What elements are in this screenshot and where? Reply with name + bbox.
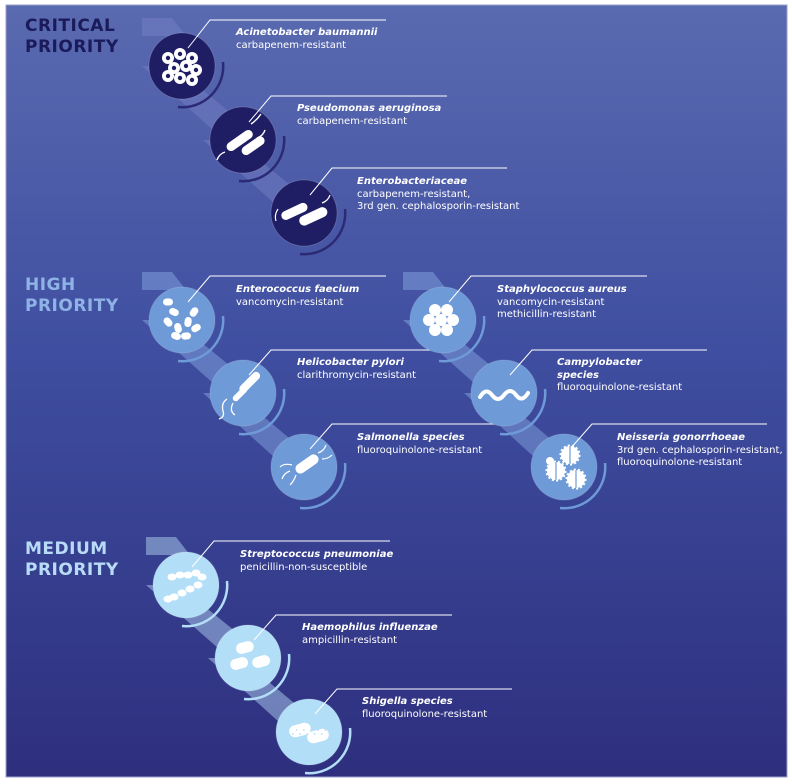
coccobacilli-icon bbox=[230, 641, 271, 670]
pathogen-name: Enterococcus faecium bbox=[236, 284, 360, 295]
resistance-text: vancomycin-resistant bbox=[497, 296, 605, 308]
pathogen-label-helicobacter: Helicobacter pylori clarithromycin-resis… bbox=[297, 357, 416, 382]
chain-tab bbox=[142, 272, 186, 290]
leader-line bbox=[569, 423, 767, 450]
medium-priority-title: MEDIUM PRIORITY bbox=[25, 539, 119, 581]
pathogen-name: Pseudomonas aeruginosa bbox=[297, 103, 442, 114]
pathogen-label-pseudomonas: Pseudomonas aeruginosa carbapenem-resist… bbox=[297, 103, 441, 128]
fimbriated-rods-icon bbox=[274, 194, 331, 226]
node-arc bbox=[499, 388, 547, 436]
pathogen-circle bbox=[270, 179, 338, 247]
resistance-text: carbapenem-resistant bbox=[236, 39, 347, 51]
leader-line bbox=[314, 688, 512, 715]
resistance-text: fluoroquinolone-resistant bbox=[357, 444, 483, 456]
resistance-text: penicillin-non-susceptible bbox=[240, 561, 368, 573]
cocci-chain-icon bbox=[163, 298, 201, 341]
node-arc bbox=[559, 462, 607, 510]
critical-title-line2: PRIORITY bbox=[25, 37, 119, 57]
resistance-text: ampicillin-resistant bbox=[302, 634, 398, 646]
pathogen-label-salmonella: Salmonella species fluoroquinolone-resis… bbox=[357, 432, 482, 457]
resistance-text: fluoroquinolone-resistant bbox=[557, 382, 683, 393]
chain-tab bbox=[403, 272, 447, 290]
pathogen-label-campylobacter: Campylobacter species fluoroquinolone-re… bbox=[557, 357, 682, 395]
pathogen-circle bbox=[152, 551, 220, 619]
pathogen-label-haemophilus: Haemophilus influenzae ampicillin-resist… bbox=[302, 622, 438, 647]
node-arc bbox=[299, 208, 347, 256]
pathogen-label-enterococcus: Enterococcus faecium vancomycin-resistan… bbox=[236, 284, 359, 309]
pathogen-label-streptococcus: Streptococcus pneumoniae penicillin-non-… bbox=[240, 549, 393, 574]
chain-tab bbox=[146, 537, 190, 555]
pathogen-name: Salmonella species bbox=[357, 432, 465, 443]
resistance-text: clarithromycin-resistant bbox=[297, 369, 416, 381]
leader-line bbox=[187, 275, 386, 303]
pathogen-name: Acinetobacter baumannii bbox=[236, 27, 378, 38]
medium-title-line1: MEDIUM bbox=[25, 539, 108, 559]
resistance-text: vancomycin-resistant bbox=[236, 296, 344, 308]
pathogen-label-enterobacteriaceae: Enterobacteriaceae carbapenem-resistant,… bbox=[357, 176, 519, 214]
pathogen-label-staphylococcus: Staphylococcus aureus vancomycin-resista… bbox=[497, 284, 627, 322]
flagellated-rod-icon bbox=[218, 371, 261, 420]
pathogen-node bbox=[270, 167, 507, 256]
leader-line bbox=[309, 167, 507, 196]
medium-title-line2: PRIORITY bbox=[25, 560, 119, 580]
critical-priority-title: CRITICAL PRIORITY bbox=[25, 16, 119, 58]
leader-line bbox=[248, 349, 447, 376]
node-arc bbox=[438, 315, 486, 363]
pathogen-circle bbox=[214, 624, 282, 692]
resistance-text: methicillin-resistant bbox=[497, 309, 597, 320]
pathogen-name: Streptococcus pneumoniae bbox=[240, 549, 394, 560]
node-arc bbox=[243, 653, 291, 701]
resistance-text: carbapenem-resistant, bbox=[357, 188, 471, 200]
flagellated-rods-icon bbox=[216, 113, 266, 161]
leader-line bbox=[187, 19, 386, 49]
node-arc bbox=[177, 315, 225, 363]
pathogen-name: Neisseria gonorrhoeae bbox=[617, 432, 746, 443]
high-priority-title: HIGH PRIORITY bbox=[25, 275, 119, 317]
leader-line bbox=[509, 349, 707, 376]
high-title-line1: HIGH bbox=[25, 275, 76, 295]
pathogen-label-acinetobacter: Acinetobacter baumannii carbapenem-resis… bbox=[236, 27, 377, 52]
pathogen-name-line2: species bbox=[557, 369, 599, 381]
diplococci-icon bbox=[545, 444, 587, 490]
pathogen-label-shigella: Shigella species fluoroquinolone-resista… bbox=[362, 696, 487, 721]
leader-line bbox=[191, 540, 390, 568]
resistance-text: fluoroquinolone-resistant bbox=[362, 708, 488, 720]
speckled-rods-icon bbox=[289, 722, 329, 744]
resistance-text: 3rd gen. cephalosporin-resistant bbox=[357, 201, 520, 212]
resistance-text: 3rd gen. cephalosporin-resistant, bbox=[617, 444, 783, 456]
pathogen-node bbox=[214, 614, 452, 701]
diplococci-chain-icon bbox=[163, 569, 207, 603]
node-arc bbox=[304, 727, 352, 775]
node-arc bbox=[238, 135, 286, 183]
pathogen-name: Shigella species bbox=[362, 696, 453, 707]
spiral-icon bbox=[478, 389, 530, 401]
resistance-text: carbapenem-resistant bbox=[297, 115, 408, 127]
node-arc bbox=[238, 388, 286, 436]
cocci-cluster-icon bbox=[162, 48, 202, 86]
node-arc bbox=[181, 580, 229, 628]
pathogen-label-neisseria: Neisseria gonorrhoeae 3rd gen. cephalosp… bbox=[617, 432, 783, 470]
high-title-line2: PRIORITY bbox=[25, 296, 119, 316]
leader-line bbox=[309, 423, 507, 450]
pathogen-circle bbox=[148, 286, 216, 354]
pathogen-name: Haemophilus influenzae bbox=[302, 622, 438, 633]
chain-tab bbox=[142, 18, 186, 36]
background-panel bbox=[5, 4, 788, 778]
peritrichous-rod-icon bbox=[279, 444, 333, 486]
leader-line bbox=[448, 275, 647, 303]
grape-cluster-icon bbox=[423, 304, 459, 336]
leader-line bbox=[248, 95, 447, 123]
pathogen-name: Enterobacteriaceae bbox=[357, 176, 468, 187]
resistance-text: fluoroquinolone-resistant bbox=[617, 457, 743, 468]
critical-title-line1: CRITICAL bbox=[25, 16, 116, 36]
node-arc bbox=[177, 61, 225, 109]
node-arc bbox=[299, 462, 347, 510]
pathogen-name: Helicobacter pylori bbox=[297, 357, 404, 368]
leader-line bbox=[253, 614, 452, 641]
pathogen-name-line1: Campylobacter bbox=[557, 357, 642, 368]
pathogen-name: Staphylococcus aureus bbox=[497, 284, 627, 295]
